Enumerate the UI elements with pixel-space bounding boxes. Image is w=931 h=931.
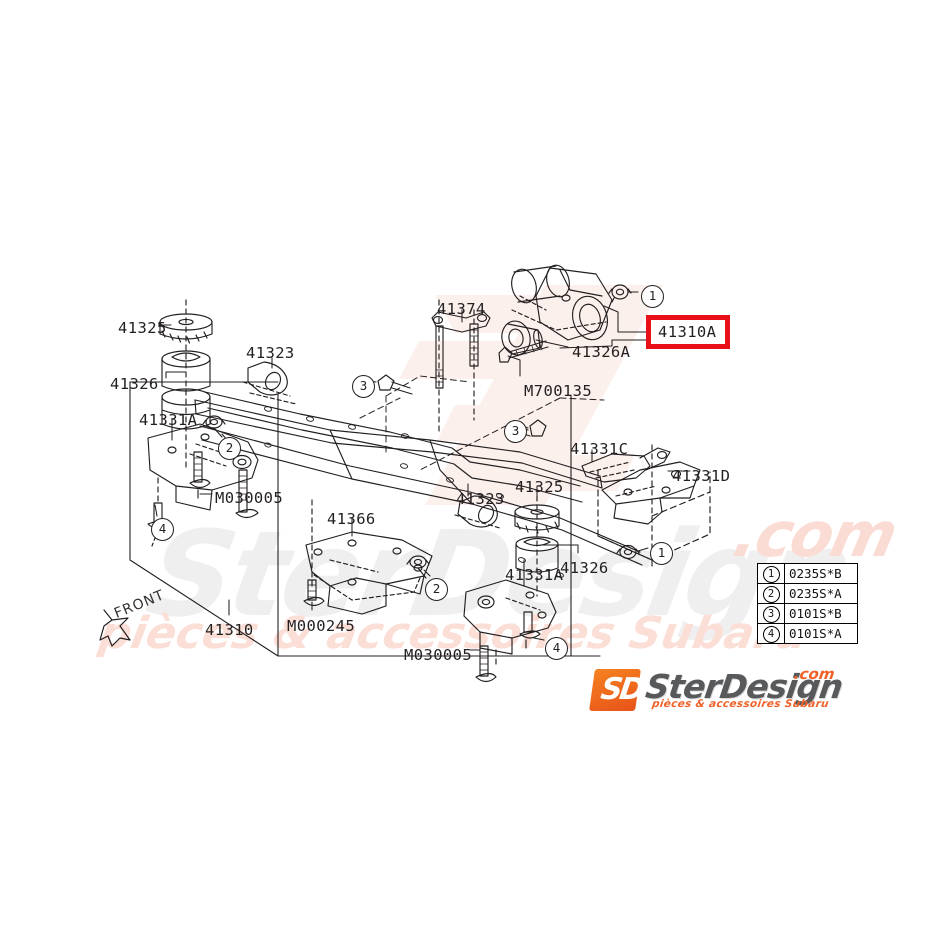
- part-label-41325: 41325: [118, 319, 167, 337]
- highlight-box-41310a[interactable]: [646, 315, 730, 349]
- logo-dotcom: .com: [792, 665, 836, 683]
- part-label-m700135: M700135: [524, 382, 593, 400]
- part-label-41374: 41374: [437, 300, 486, 318]
- legend-number-cell: 4: [757, 623, 785, 644]
- logo-mark-icon: SD: [589, 669, 645, 711]
- callout-marker-2: 2: [425, 578, 448, 601]
- callout-marker-4: 4: [545, 637, 568, 660]
- part-label-41331a: 41331A: [505, 566, 564, 584]
- part-label-41325: 41325: [515, 478, 564, 496]
- part-label-41310: 41310: [205, 621, 254, 639]
- part-label-41366: 41366: [327, 510, 376, 528]
- logo-tagline: pièces & accessoires Subaru: [651, 698, 830, 710]
- part-label-41326: 41326: [110, 375, 159, 393]
- part-label-41323: 41323: [246, 344, 295, 362]
- part-label-41326: 41326: [560, 559, 609, 577]
- legend-number-cell: 1: [757, 563, 785, 584]
- callout-marker-1: 1: [650, 542, 673, 565]
- part-label-41331c: 41331C: [570, 440, 629, 458]
- legend-number-cell: 3: [757, 603, 785, 624]
- part-label-m000245: M000245: [287, 617, 356, 635]
- legend-circled-number: 1: [762, 566, 780, 583]
- callout-marker-2: 2: [218, 437, 241, 460]
- logo-mark-text: SD: [598, 672, 645, 707]
- legend-number-cell: 2: [757, 583, 785, 604]
- highlighted-part-number: 41310A: [658, 323, 717, 341]
- part-label-41331a: 41331A: [139, 411, 198, 429]
- legend-circled-number: 2: [762, 586, 780, 603]
- part-label-m030005: M030005: [404, 646, 473, 664]
- callout-marker-3: 3: [352, 375, 375, 398]
- sterdesign-logo[interactable]: SD SterDesign .com pièces & accessoires …: [589, 665, 854, 713]
- callout-marker-4: 4: [151, 518, 174, 541]
- callout-marker-3: 3: [504, 420, 527, 443]
- part-label-41331d: 41331D: [672, 467, 731, 485]
- legend-code-cell: 0235S*B: [784, 563, 858, 584]
- legend-code-cell: 0101S*B: [784, 603, 858, 624]
- part-label-41326a: 41326A: [572, 343, 631, 361]
- legend-circled-number: 4: [762, 626, 780, 643]
- part-label-m030005: M030005: [215, 489, 284, 507]
- legend-code-cell: 0101S*A: [784, 623, 858, 644]
- part-label-41323: 41323: [456, 490, 505, 508]
- callout-marker-1: 1: [641, 285, 664, 308]
- legend-code-cell: 0235S*A: [784, 583, 858, 604]
- legend-circled-number: 3: [762, 606, 780, 623]
